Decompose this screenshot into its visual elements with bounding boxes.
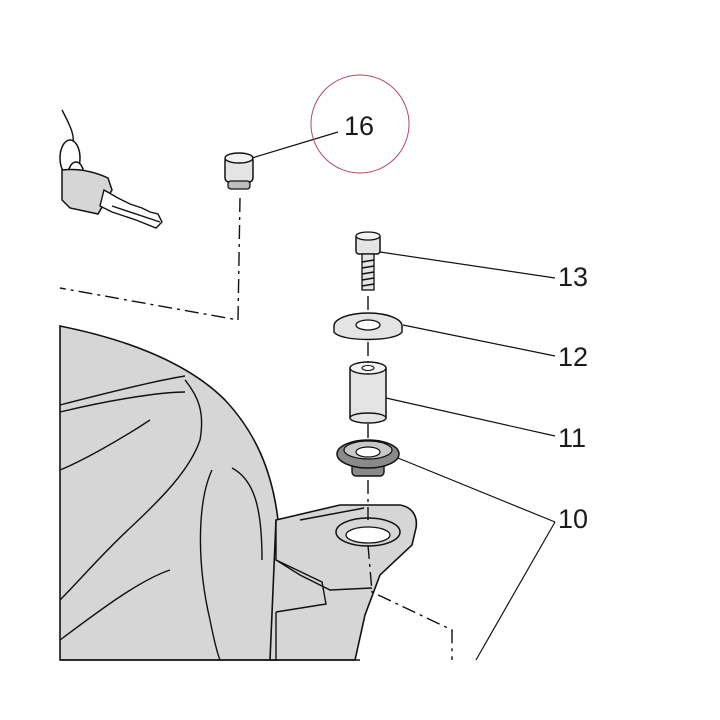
part-12-washer [333, 312, 403, 341]
callout-label-11: 11 [558, 423, 586, 453]
part-10-grommet [336, 439, 400, 477]
part-16-cap [224, 152, 254, 190]
axis-line-part-16 [59, 197, 241, 321]
highlight-circle [310, 74, 410, 174]
part-11-spacer [349, 361, 387, 424]
leader-lines [251, 131, 556, 661]
callout-label-13: 13 [558, 262, 588, 292]
callout-label-16: 16 [344, 111, 374, 141]
callout-label-12: 12 [558, 342, 588, 372]
callout-label-10: 10 [558, 504, 588, 534]
housing-body [59, 325, 418, 661]
key-illustration [59, 109, 163, 229]
part-13-bolt [355, 231, 381, 291]
assembly-axis-line [367, 296, 453, 660]
